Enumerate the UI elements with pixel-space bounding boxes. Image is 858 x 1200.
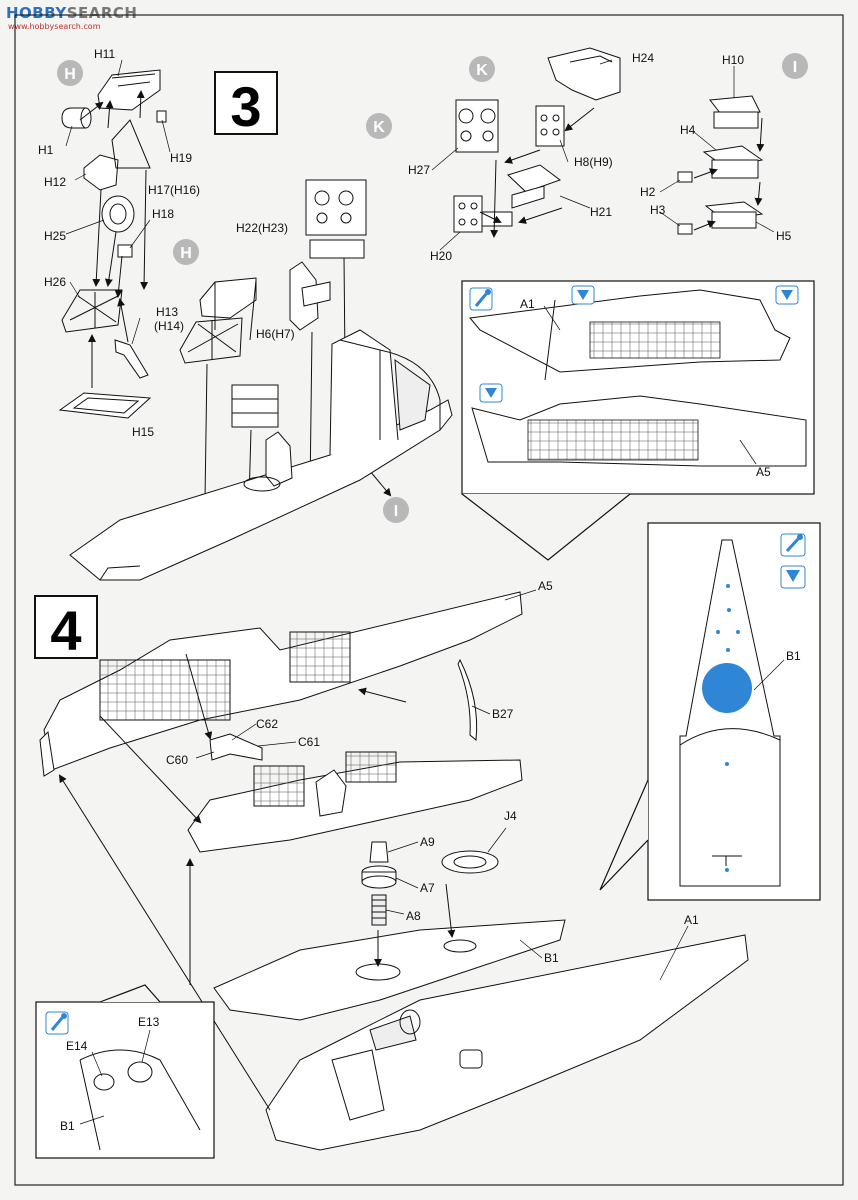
tag-k-center: K <box>366 113 392 139</box>
svg-text:C61: C61 <box>298 735 320 749</box>
watermark-url: www.hobbysearch.com <box>8 22 101 31</box>
svg-text:I: I <box>793 59 797 76</box>
svg-text:H6(H7): H6(H7) <box>256 327 295 341</box>
rotor-parts <box>361 841 499 926</box>
svg-text:A8: A8 <box>406 909 421 923</box>
svg-text:A7: A7 <box>420 881 435 895</box>
tag-h-left: H <box>57 60 83 86</box>
step-3-box: 3 <box>214 71 278 138</box>
svg-text:C62: C62 <box>256 717 278 731</box>
fuselage-halves-inset <box>461 280 815 495</box>
svg-text:A9: A9 <box>420 835 435 849</box>
svg-text:A5: A5 <box>756 465 771 479</box>
svg-text:H12: H12 <box>44 175 66 189</box>
assembly-arrows-step4 <box>58 653 456 1111</box>
svg-text:H: H <box>180 245 192 262</box>
svg-text:H3: H3 <box>650 203 666 217</box>
svg-text:H10: H10 <box>722 53 744 67</box>
svg-text:B1: B1 <box>544 951 559 965</box>
svg-text:H18: H18 <box>152 207 174 221</box>
panel-parts <box>453 47 764 235</box>
svg-text:H27: H27 <box>408 163 430 177</box>
svg-text:J4: J4 <box>504 809 517 823</box>
svg-text:H22(H23): H22(H23) <box>236 221 288 235</box>
glue-icon <box>780 565 806 589</box>
svg-text:H24: H24 <box>632 51 654 65</box>
leader-lines <box>65 59 785 1125</box>
tag-k-top: K <box>469 56 495 82</box>
fuselage-half-a5 <box>39 591 523 777</box>
tag-h-mid: H <box>173 239 199 265</box>
inset-pointer-e <box>99 984 161 1003</box>
svg-text:A1: A1 <box>520 297 535 311</box>
svg-text:B27: B27 <box>492 707 514 721</box>
svg-text:H20: H20 <box>430 249 452 263</box>
svg-text:H11: H11 <box>94 47 115 61</box>
svg-text:H: H <box>64 66 76 83</box>
svg-text:H15: H15 <box>132 425 154 439</box>
svg-text:E13: E13 <box>138 1015 160 1029</box>
svg-text:I: I <box>394 503 398 520</box>
inset-pointer <box>461 493 631 561</box>
svg-text:H21: H21 <box>590 205 612 219</box>
paint-brush-icon <box>780 533 806 557</box>
svg-text:K: K <box>476 62 488 79</box>
svg-text:K: K <box>373 119 385 136</box>
svg-text:H25: H25 <box>44 229 66 243</box>
fuselage-a1 <box>265 934 749 1151</box>
watermark: HOBBYSEARCH www.hobbysearch.com <box>6 4 138 31</box>
cockpit-assembly <box>187 733 523 853</box>
svg-text:H5: H5 <box>776 229 792 243</box>
svg-text:B1: B1 <box>786 649 801 663</box>
lower-hull-b1 <box>213 919 566 1021</box>
glue-icon <box>775 285 799 305</box>
step-4-number: 4 <box>50 599 81 662</box>
part-b27 <box>457 658 478 741</box>
svg-text:H8(H9): H8(H9) <box>574 155 613 169</box>
paint-area-circle <box>702 663 752 713</box>
assembly-arrows-step3-right <box>479 107 765 238</box>
svg-text:H17(H16): H17(H16) <box>148 183 200 197</box>
cockpit-floor <box>69 179 453 581</box>
glue-icon <box>479 383 503 403</box>
glue-icon <box>571 285 595 305</box>
svg-text:A1: A1 <box>684 913 699 927</box>
svg-text:(H14): (H14) <box>154 319 184 333</box>
svg-text:H4: H4 <box>680 123 696 137</box>
watermark-brand-2: SEARCH <box>66 4 138 22</box>
step-4-box: 4 <box>34 595 98 662</box>
part-labels: H11 H1 H19 H12 H17(H16) H18 H25 H26 H13 … <box>38 47 801 1133</box>
svg-text:B1: B1 <box>60 1119 75 1133</box>
svg-text:C60: C60 <box>166 753 188 767</box>
svg-text:E14: E14 <box>66 1039 88 1053</box>
svg-text:H2: H2 <box>640 185 656 199</box>
page-frame <box>14 14 844 1186</box>
seat-frame-parts <box>58 69 331 419</box>
step-3-number: 3 <box>230 75 261 138</box>
svg-text:H19: H19 <box>170 151 192 165</box>
paint-brush-icon <box>45 1011 69 1035</box>
svg-text:H1: H1 <box>38 143 54 157</box>
svg-text:H26: H26 <box>44 275 66 289</box>
tag-i-top: I <box>782 53 808 79</box>
tag-i-bottom: I <box>383 497 409 523</box>
watermark-brand: HOBBY <box>6 4 67 22</box>
svg-text:H13: H13 <box>156 305 178 319</box>
svg-text:A5: A5 <box>538 579 553 593</box>
inset-pointer-b1 <box>599 779 649 891</box>
paint-brush-icon <box>469 287 493 311</box>
